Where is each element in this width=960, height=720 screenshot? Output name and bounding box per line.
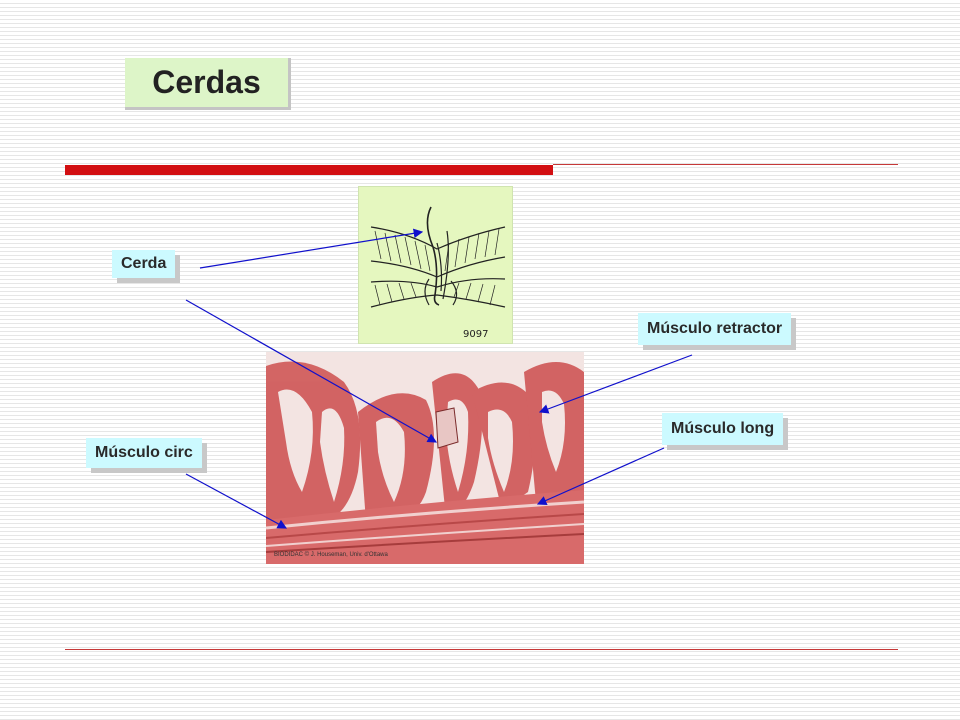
seta-diagram: 9097 [358,186,513,344]
seta-sketch: 9097 [370,206,506,340]
label-cerda: Cerda [112,250,176,278]
label-musculo-retractor: Músculo retractor [638,313,792,345]
drawing-signature: 9097 [463,329,488,340]
title-underline-thick [65,165,553,175]
title-underline-thin [553,164,898,165]
label-musculo-long: Músculo long [662,413,784,445]
footer-rule [65,649,898,650]
histology-micrograph: BIODIDAC © J. Houseman, Univ. d'Ottawa [266,352,584,564]
image-credit: BIODIDAC © J. Houseman, Univ. d'Ottawa [274,552,388,558]
slide-title: Cerdas [125,58,291,110]
label-musculo-circ: Músculo circ [86,438,202,468]
histology-tissue [266,352,584,564]
